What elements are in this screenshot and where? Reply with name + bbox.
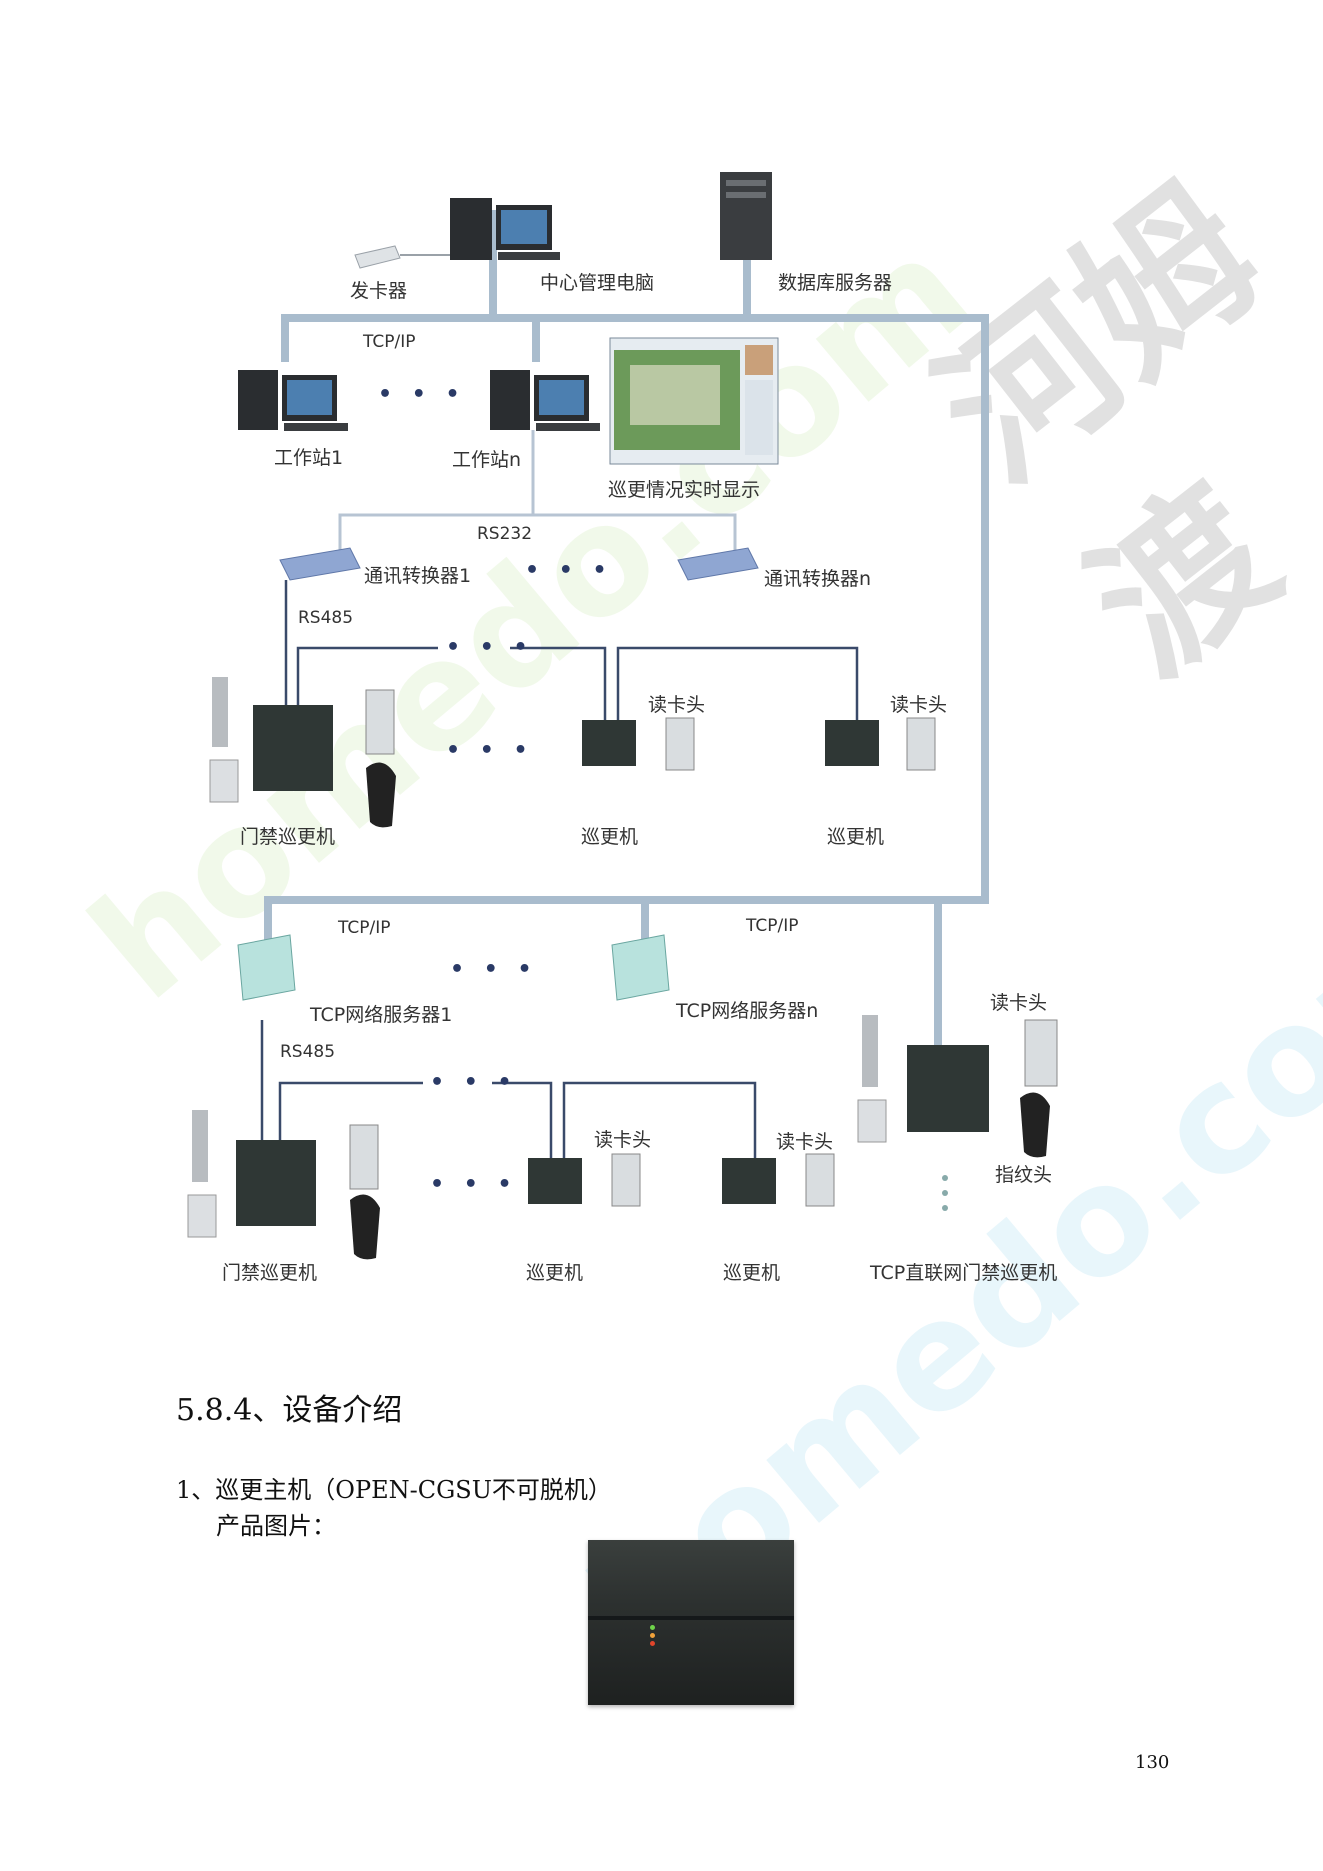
label-patrol-top1: 巡更机: [581, 826, 639, 848]
label-patrol-bottom1: 巡更机: [526, 1262, 584, 1284]
ellipsis-devices-bottom: • • •: [430, 1172, 518, 1197]
item1-heading: 1、巡更主机（OPEN-CGSU不可脱机）: [176, 1476, 612, 1504]
product-photo: [588, 1540, 794, 1705]
rs485-lines: [260, 580, 859, 1160]
led-orange-icon: [650, 1633, 655, 1638]
label-rs485-bottom: RS485: [280, 1042, 336, 1062]
label-patrol-bottom2: 巡更机: [723, 1262, 781, 1284]
label-central-pc: 中心管理电脑: [540, 272, 655, 294]
label-patrol-top2: 巡更机: [827, 826, 885, 848]
backbone-bus: [264, 210, 989, 1045]
label-converter-n: 通讯转换器n: [764, 568, 872, 590]
label-rs232: RS232: [477, 524, 533, 544]
label-realtime-display: 巡更情况实时显示: [608, 479, 761, 501]
db-server-device: [720, 172, 772, 260]
converter-n-device: [677, 547, 759, 581]
patrol-bottom2-device: [722, 1153, 835, 1207]
realtime-display-screen: [609, 337, 779, 465]
label-tcpip-top: TCP/IP: [363, 332, 416, 352]
patrol-top1-device: [582, 717, 695, 771]
converter1-device: [279, 547, 361, 581]
label-access-patrol-top: 门禁巡更机: [240, 826, 336, 848]
ellipsis-workstations: • • •: [378, 382, 466, 407]
label-reader-bottom2: 读卡头: [776, 1131, 834, 1153]
workstation1-device: [238, 370, 348, 431]
workstation-n-device: [490, 370, 600, 431]
label-net-server-n: TCP网络服务器n: [676, 1000, 819, 1022]
label-workstation-n: 工作站n: [452, 449, 522, 471]
card-issuer-device: [354, 245, 450, 269]
product-photo-band: [588, 1616, 794, 1620]
label-tcpip-mid1: TCP/IP: [338, 918, 391, 938]
access-patrol-bottom-device: [187, 1110, 380, 1260]
label-rs485-top: RS485: [298, 608, 354, 628]
label-db-server: 数据库服务器: [778, 272, 893, 294]
label-converter1: 通讯转换器1: [364, 565, 472, 587]
patrol-bottom1-device: [528, 1153, 641, 1207]
tcp-direct-device: [857, 1015, 1058, 1211]
ellipsis-net-servers: • • •: [450, 957, 538, 982]
label-reader-top2: 读卡头: [890, 694, 948, 716]
ellipsis-rs485-top: • • •: [446, 635, 534, 660]
connection-lines: [338, 430, 737, 558]
ellipsis-devices-top: • • •: [446, 738, 534, 763]
label-workstation1: 工作站1: [274, 447, 344, 469]
label-reader-direct: 读卡头: [990, 992, 1048, 1014]
network-diagram-svg: [187, 172, 1058, 1260]
net-server1-device: [237, 934, 296, 1001]
section-title: 5.8.4、设备介绍: [176, 1393, 403, 1428]
patrol-top2-device: [825, 717, 936, 771]
label-reader-bottom1: 读卡头: [594, 1129, 652, 1151]
central-pc-device: [450, 198, 560, 260]
label-access-patrol-bottom: 门禁巡更机: [222, 1262, 318, 1284]
ellipsis-converters: • • •: [525, 558, 613, 583]
page-number: 130: [1135, 1752, 1170, 1773]
label-card-issuer: 发卡器: [350, 280, 408, 302]
net-server-n-device: [611, 934, 670, 1001]
item1-subheading: 产品图片：: [216, 1512, 336, 1540]
label-tcpip-mid2: TCP/IP: [746, 916, 799, 936]
network-diagram: 发卡器 中心管理电脑 数据库服务器 TCP/IP • • • 工作站1 工作站n…: [187, 172, 1058, 1284]
label-reader-top1: 读卡头: [648, 694, 706, 716]
led-green-icon: [650, 1625, 655, 1630]
label-tcp-direct: TCP直联网门禁巡更机: [870, 1262, 1058, 1284]
led-red-icon: [650, 1641, 655, 1646]
label-net-server1: TCP网络服务器1: [310, 1004, 453, 1026]
ellipsis-rs485-bottom: • • •: [430, 1070, 518, 1095]
access-patrol-top-device: [209, 677, 396, 828]
label-fingerprint: 指纹头: [995, 1164, 1053, 1186]
